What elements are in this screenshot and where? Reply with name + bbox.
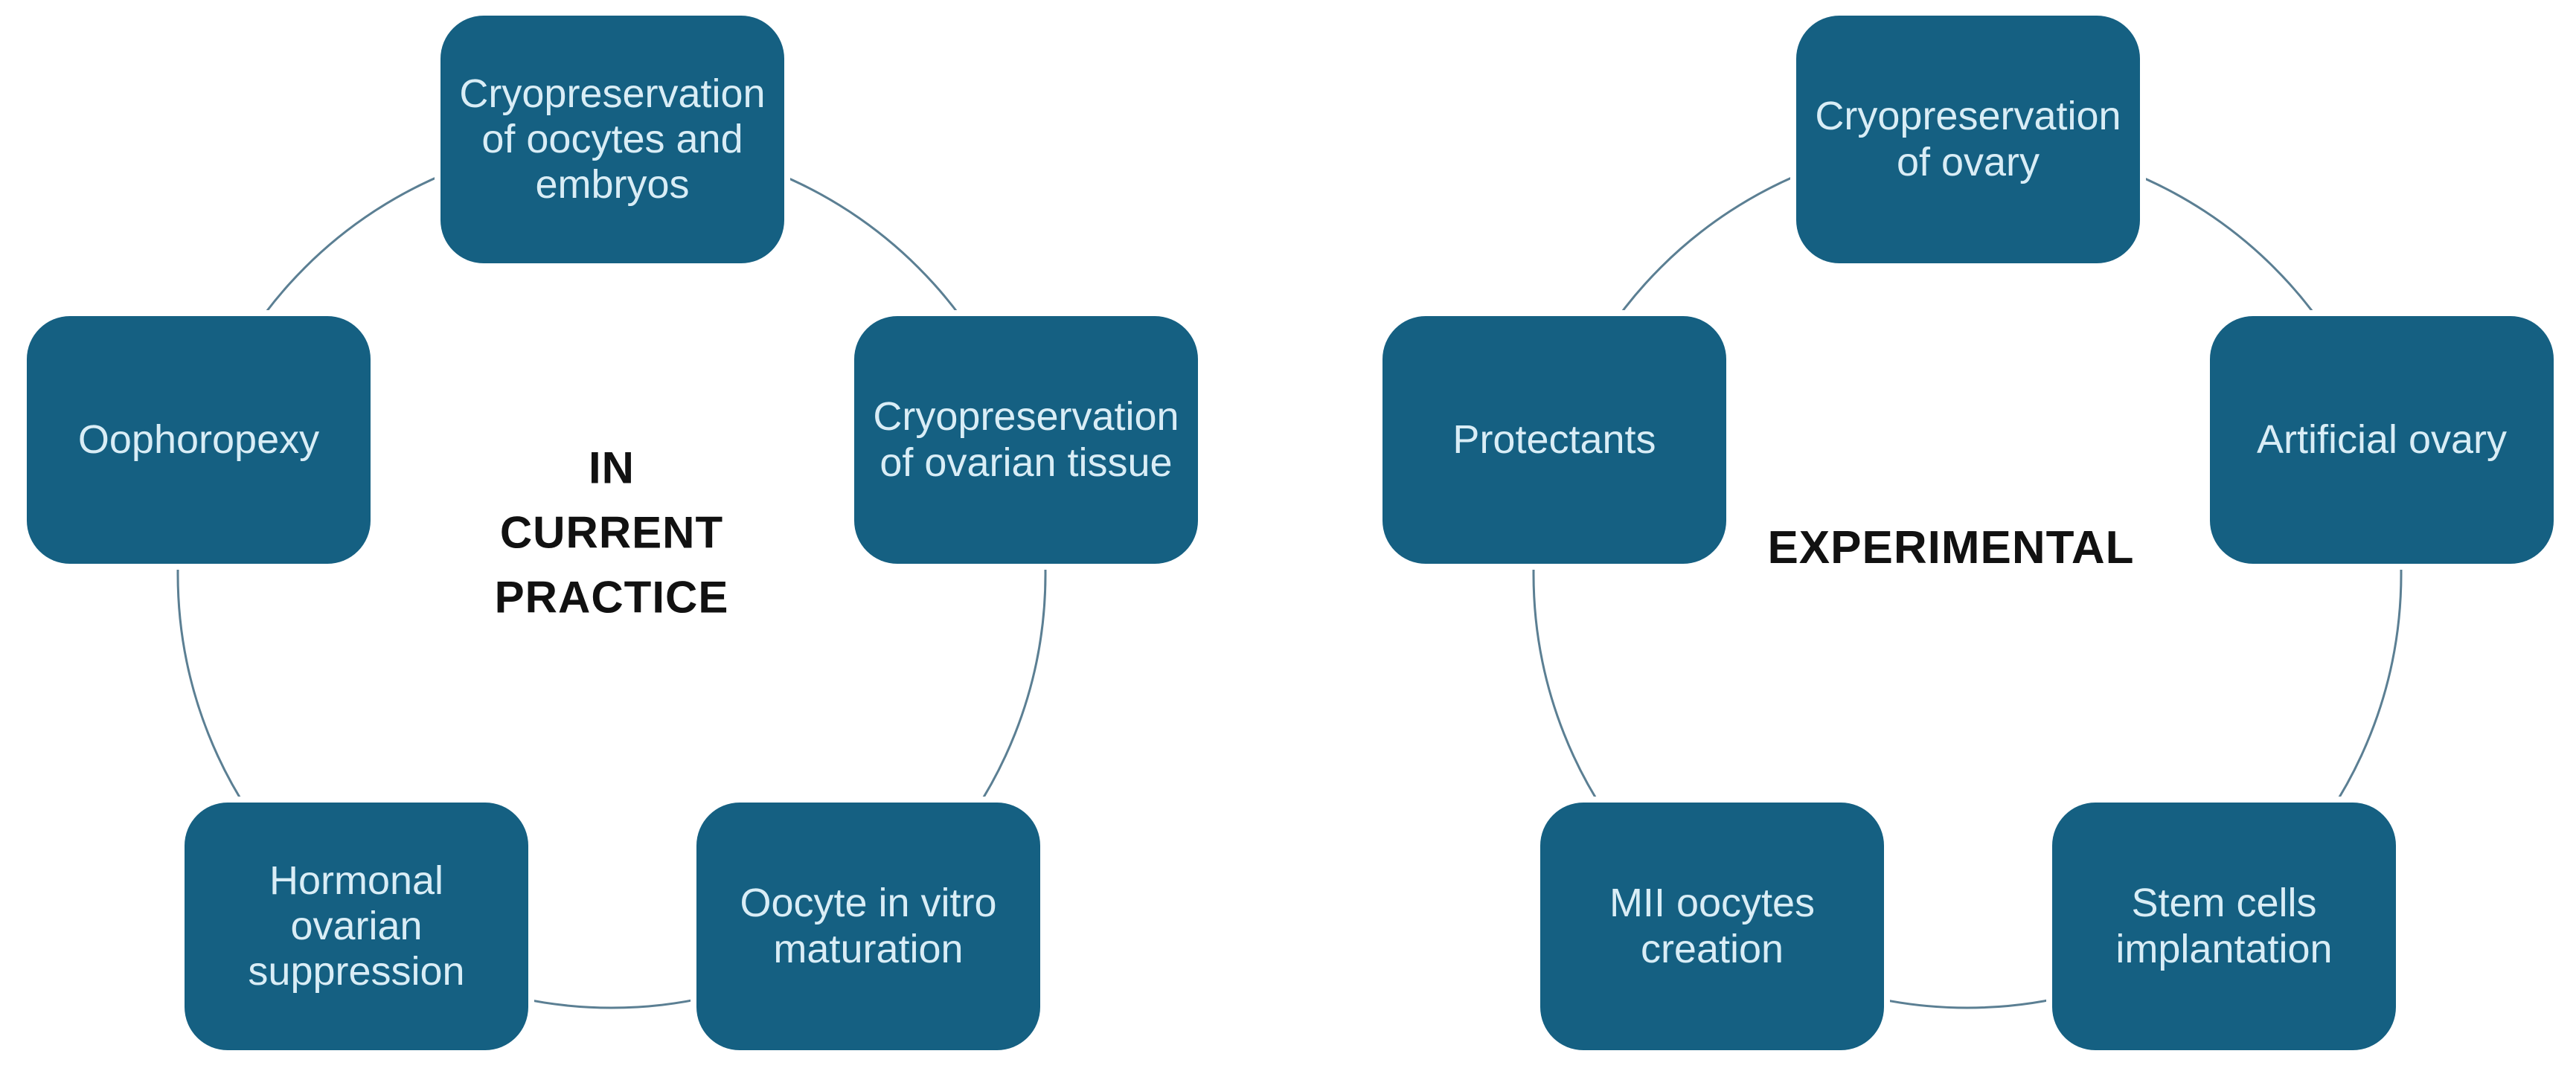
- node-label: Hormonal ovarian suppression: [248, 858, 465, 994]
- node-hormonal-ovarian-suppression: Hormonal ovarian suppression: [185, 803, 528, 1050]
- node-oophoropexy: Oophoropexy: [27, 316, 371, 564]
- node-stem-cells-implantation: Stem cells implantation: [2052, 803, 2396, 1050]
- node-cryopreservation-ovarian-tissue: Cryopreservation of ovarian tissue: [854, 316, 1198, 564]
- node-label: Protectants: [1452, 417, 1656, 462]
- node-label: Stem cells implantation: [2115, 881, 2333, 971]
- node-label: Oocyte in vitro maturation: [740, 881, 997, 971]
- node-protectants: Protectants: [1382, 316, 1726, 564]
- node-label: MII oocytes creation: [1609, 881, 1816, 971]
- node-label: Oophoropexy: [77, 417, 320, 462]
- node-artificial-ovary: Artificial ovary: [2210, 316, 2554, 564]
- node-mii-oocytes-creation: MII oocytes creation: [1540, 803, 1884, 1050]
- node-label: Cryopreservation of oocytes and embryos: [459, 71, 766, 207]
- node-label: Artificial ovary: [2256, 417, 2508, 462]
- node-label: Cryopreservation of ovarian tissue: [873, 394, 1179, 485]
- center-label-current-practice: IN CURRENT PRACTICE: [494, 443, 729, 623]
- node-oocyte-in-vitro-maturation: Oocyte in vitro maturation: [696, 803, 1040, 1050]
- node-cryopreservation-of-ovary: Cryopreservation of ovary: [1796, 16, 2140, 263]
- node-label: Cryopreservation of ovary: [1815, 94, 2121, 184]
- center-label-experimental: EXPERIMENTAL: [1767, 521, 2135, 573]
- node-cryopreservation-oocytes-embryos: Cryopreservation of oocytes and embryos: [440, 16, 784, 263]
